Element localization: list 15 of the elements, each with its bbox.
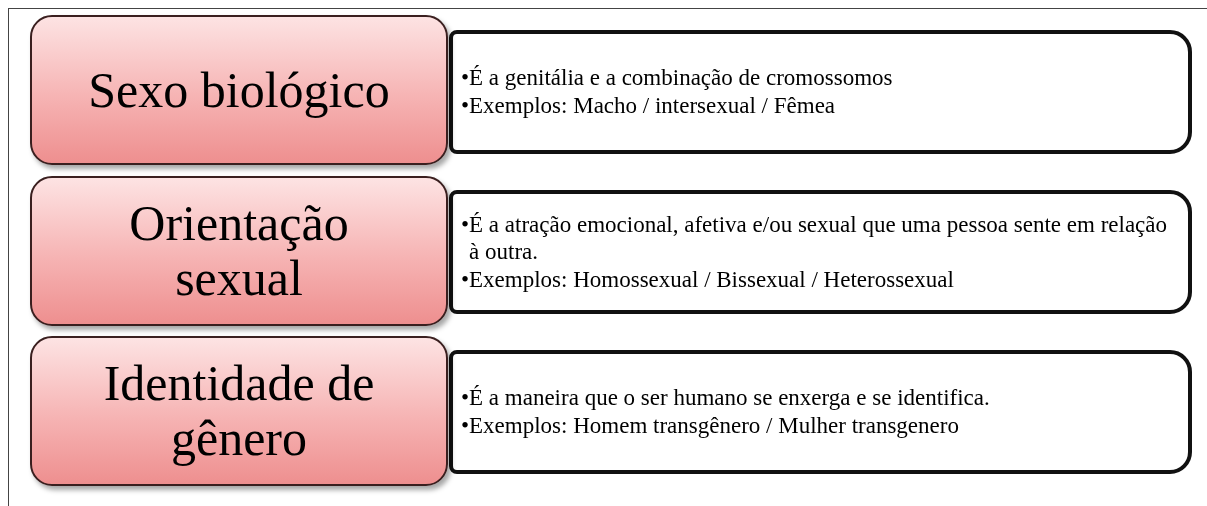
description-box [449, 190, 1192, 314]
category-box [30, 15, 448, 165]
category-box [30, 176, 448, 326]
category-title: Sexo biológico [88, 62, 390, 118]
bullet-text: •É a maneira que o ser humano se enxerga e se identifica. [461, 384, 991, 412]
bullet-text: •É a atração emocional, afetiva e/ou sexual que uma pessoa sente em relação à outra. [461, 210, 1168, 266]
bullet-text: •Exemplos: Macho / intersexual / Fêmea [461, 92, 837, 120]
category-box [30, 336, 448, 486]
bullet-text: •Exemplos: Homossexual / Bissexual / Heterossexual [461, 265, 955, 294]
description-box [449, 30, 1192, 154]
description-box [449, 350, 1192, 474]
category-title: Identidade de gênero [102, 356, 376, 466]
bullet-text: •Exemplos: Homem transgênero / Mulher transgenero [461, 412, 960, 440]
category-title: Orientação sexual [128, 196, 350, 306]
bullet-text: •É a genitália e a combinação de cromossomos [461, 64, 894, 92]
